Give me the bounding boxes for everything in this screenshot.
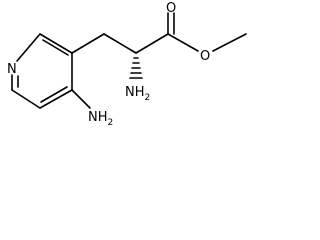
alpha-amine-subscript: 2 (145, 93, 151, 103)
bond-c4-nh2 (71, 89, 91, 109)
bond-c2-c3 (39, 33, 73, 54)
bond-ring-ch2 (71, 33, 105, 54)
bond-n1-c2 (16, 33, 41, 62)
pyridine-nitrogen-label: N (7, 62, 17, 77)
bond-o-methyl (212, 33, 247, 52)
bond-calpha-carbonyl (135, 33, 169, 54)
bond-ch2-calpha (103, 33, 137, 54)
bond-carbonyl-o-single (167, 33, 199, 52)
bond-c5-c6 (11, 89, 41, 109)
ring-amine-label: NH2 (88, 110, 113, 128)
carbonyl-oxygen-label: O (166, 1, 176, 16)
bond-c2-c3-double (42, 39, 69, 56)
alpha-amine-main: NH (125, 85, 145, 100)
stereo-hash-bond (129, 57, 143, 79)
ester-oxygen-label: O (200, 49, 210, 64)
chemical-structure: N O O NH2 NH2 (7, 1, 247, 128)
alpha-amine-label: NH2 (125, 85, 150, 103)
ring-amine-subscript: 2 (108, 118, 114, 128)
pyridine-ring (11, 33, 73, 109)
ring-amine-main: NH (88, 110, 108, 125)
bond-c4-c5-double (40, 86, 68, 103)
bond-c4-c5 (39, 89, 73, 109)
